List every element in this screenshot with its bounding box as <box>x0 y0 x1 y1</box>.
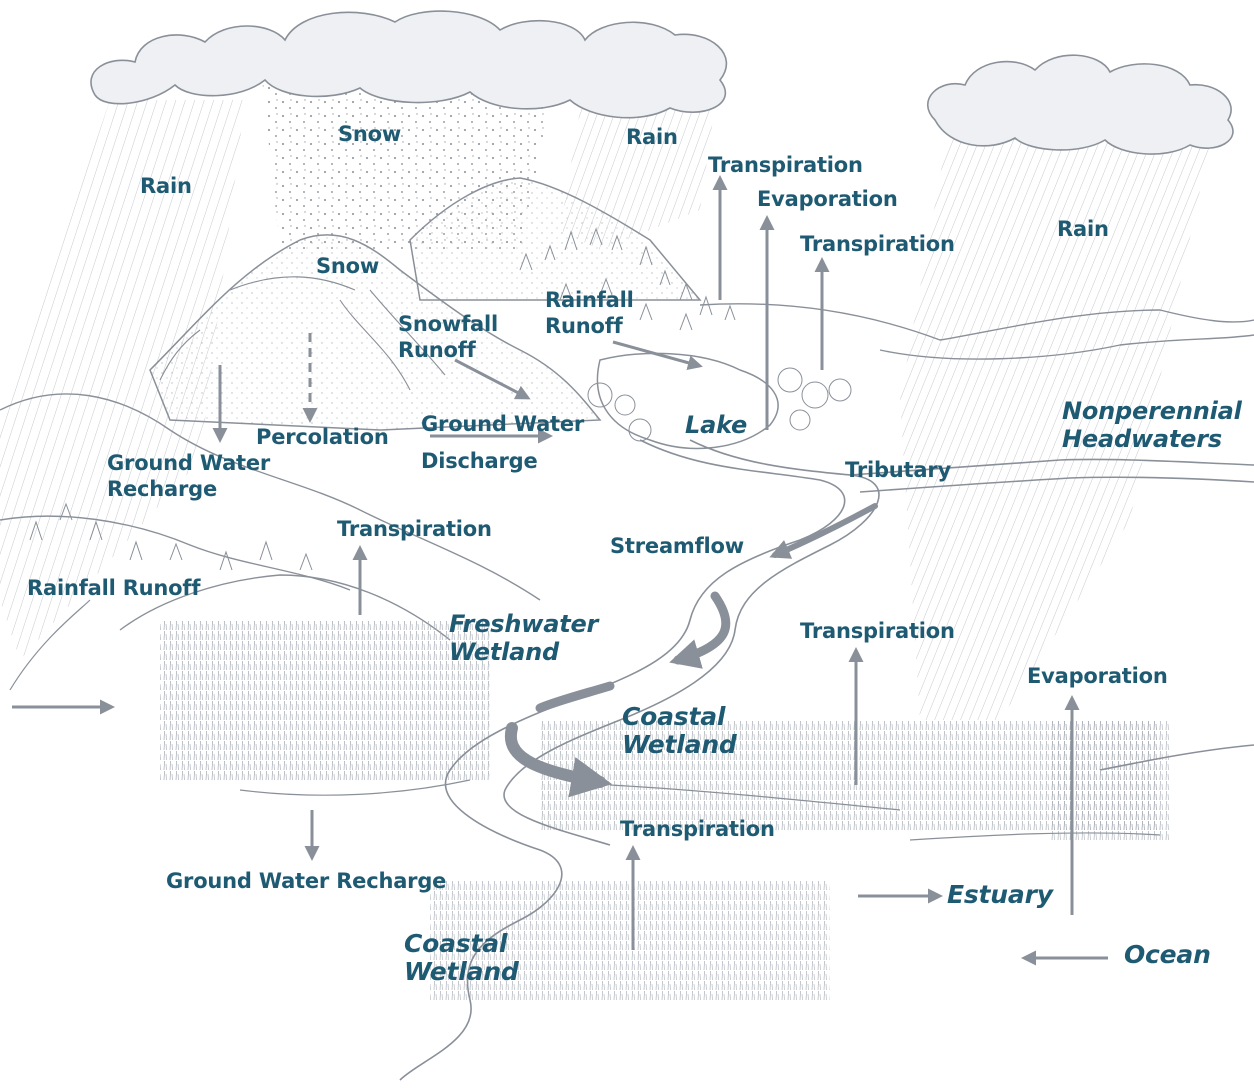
transpiration-label-freshwater: Transpiration <box>337 517 492 541</box>
transpiration-label-lake: Transpiration <box>800 232 955 256</box>
hill-outlines <box>0 303 1254 641</box>
ground-water-discharge-label-top: Ground Water <box>421 412 585 436</box>
transpiration-label-coastal: Transpiration <box>800 619 955 643</box>
transpiration-label-lower-wetland: Transpiration <box>620 817 775 841</box>
ocean-label: Ocean <box>1124 940 1211 969</box>
wetland-vegetation <box>160 620 1170 1000</box>
evaporation-label-estuary: Evaporation <box>1027 664 1168 688</box>
forest <box>29 227 852 571</box>
freshwater-wetland-label: Freshwater Wetland <box>449 610 599 666</box>
estuary-label: Estuary <box>947 880 1053 909</box>
nonperennial-headwaters-label: Nonperennial Headwaters <box>1062 397 1242 453</box>
flow-arrows <box>12 175 1108 966</box>
evaporation-label-lake: Evaporation <box>757 187 898 211</box>
river <box>399 439 1254 1081</box>
terrain-lines <box>9 599 1161 841</box>
streamflow-label: Streamflow <box>610 534 744 558</box>
snow-mountain-label: Snow <box>316 254 380 278</box>
ground-water-recharge-label-upper: Ground Water Recharge <box>107 451 271 501</box>
coastal-wetland-label-upper: Coastal Wetland <box>622 702 737 759</box>
rain-left-label: Rain <box>140 174 192 198</box>
ground-water-recharge-label-lower: Ground Water Recharge <box>166 869 447 893</box>
lake-outline <box>596 352 779 450</box>
ground-water-discharge-label-bottom: Discharge <box>421 449 538 473</box>
rainfall-runoff-label-lower: Rainfall Runoff <box>27 576 201 600</box>
snow-falling-label: Snow <box>338 122 402 146</box>
snowfall-runoff-label: Snowfall Runoff <box>398 312 499 362</box>
streamflow-arrows <box>504 503 878 798</box>
rain-curtains <box>0 70 1215 720</box>
percolation-label: Percolation <box>256 425 389 449</box>
lake-label: Lake <box>685 411 748 439</box>
rain-middle-label: Rain <box>626 125 678 149</box>
clouds <box>90 10 1234 155</box>
coastal-wetland-label-lower: Coastal Wetland <box>404 929 519 986</box>
mountains <box>149 177 702 431</box>
rain-right-label: Rain <box>1057 217 1109 241</box>
tributary-label: Tributary <box>845 458 952 482</box>
rainfall-runoff-label-mountain: Rainfall Runoff <box>545 288 634 338</box>
transpiration-label-forest: Transpiration <box>708 153 863 177</box>
